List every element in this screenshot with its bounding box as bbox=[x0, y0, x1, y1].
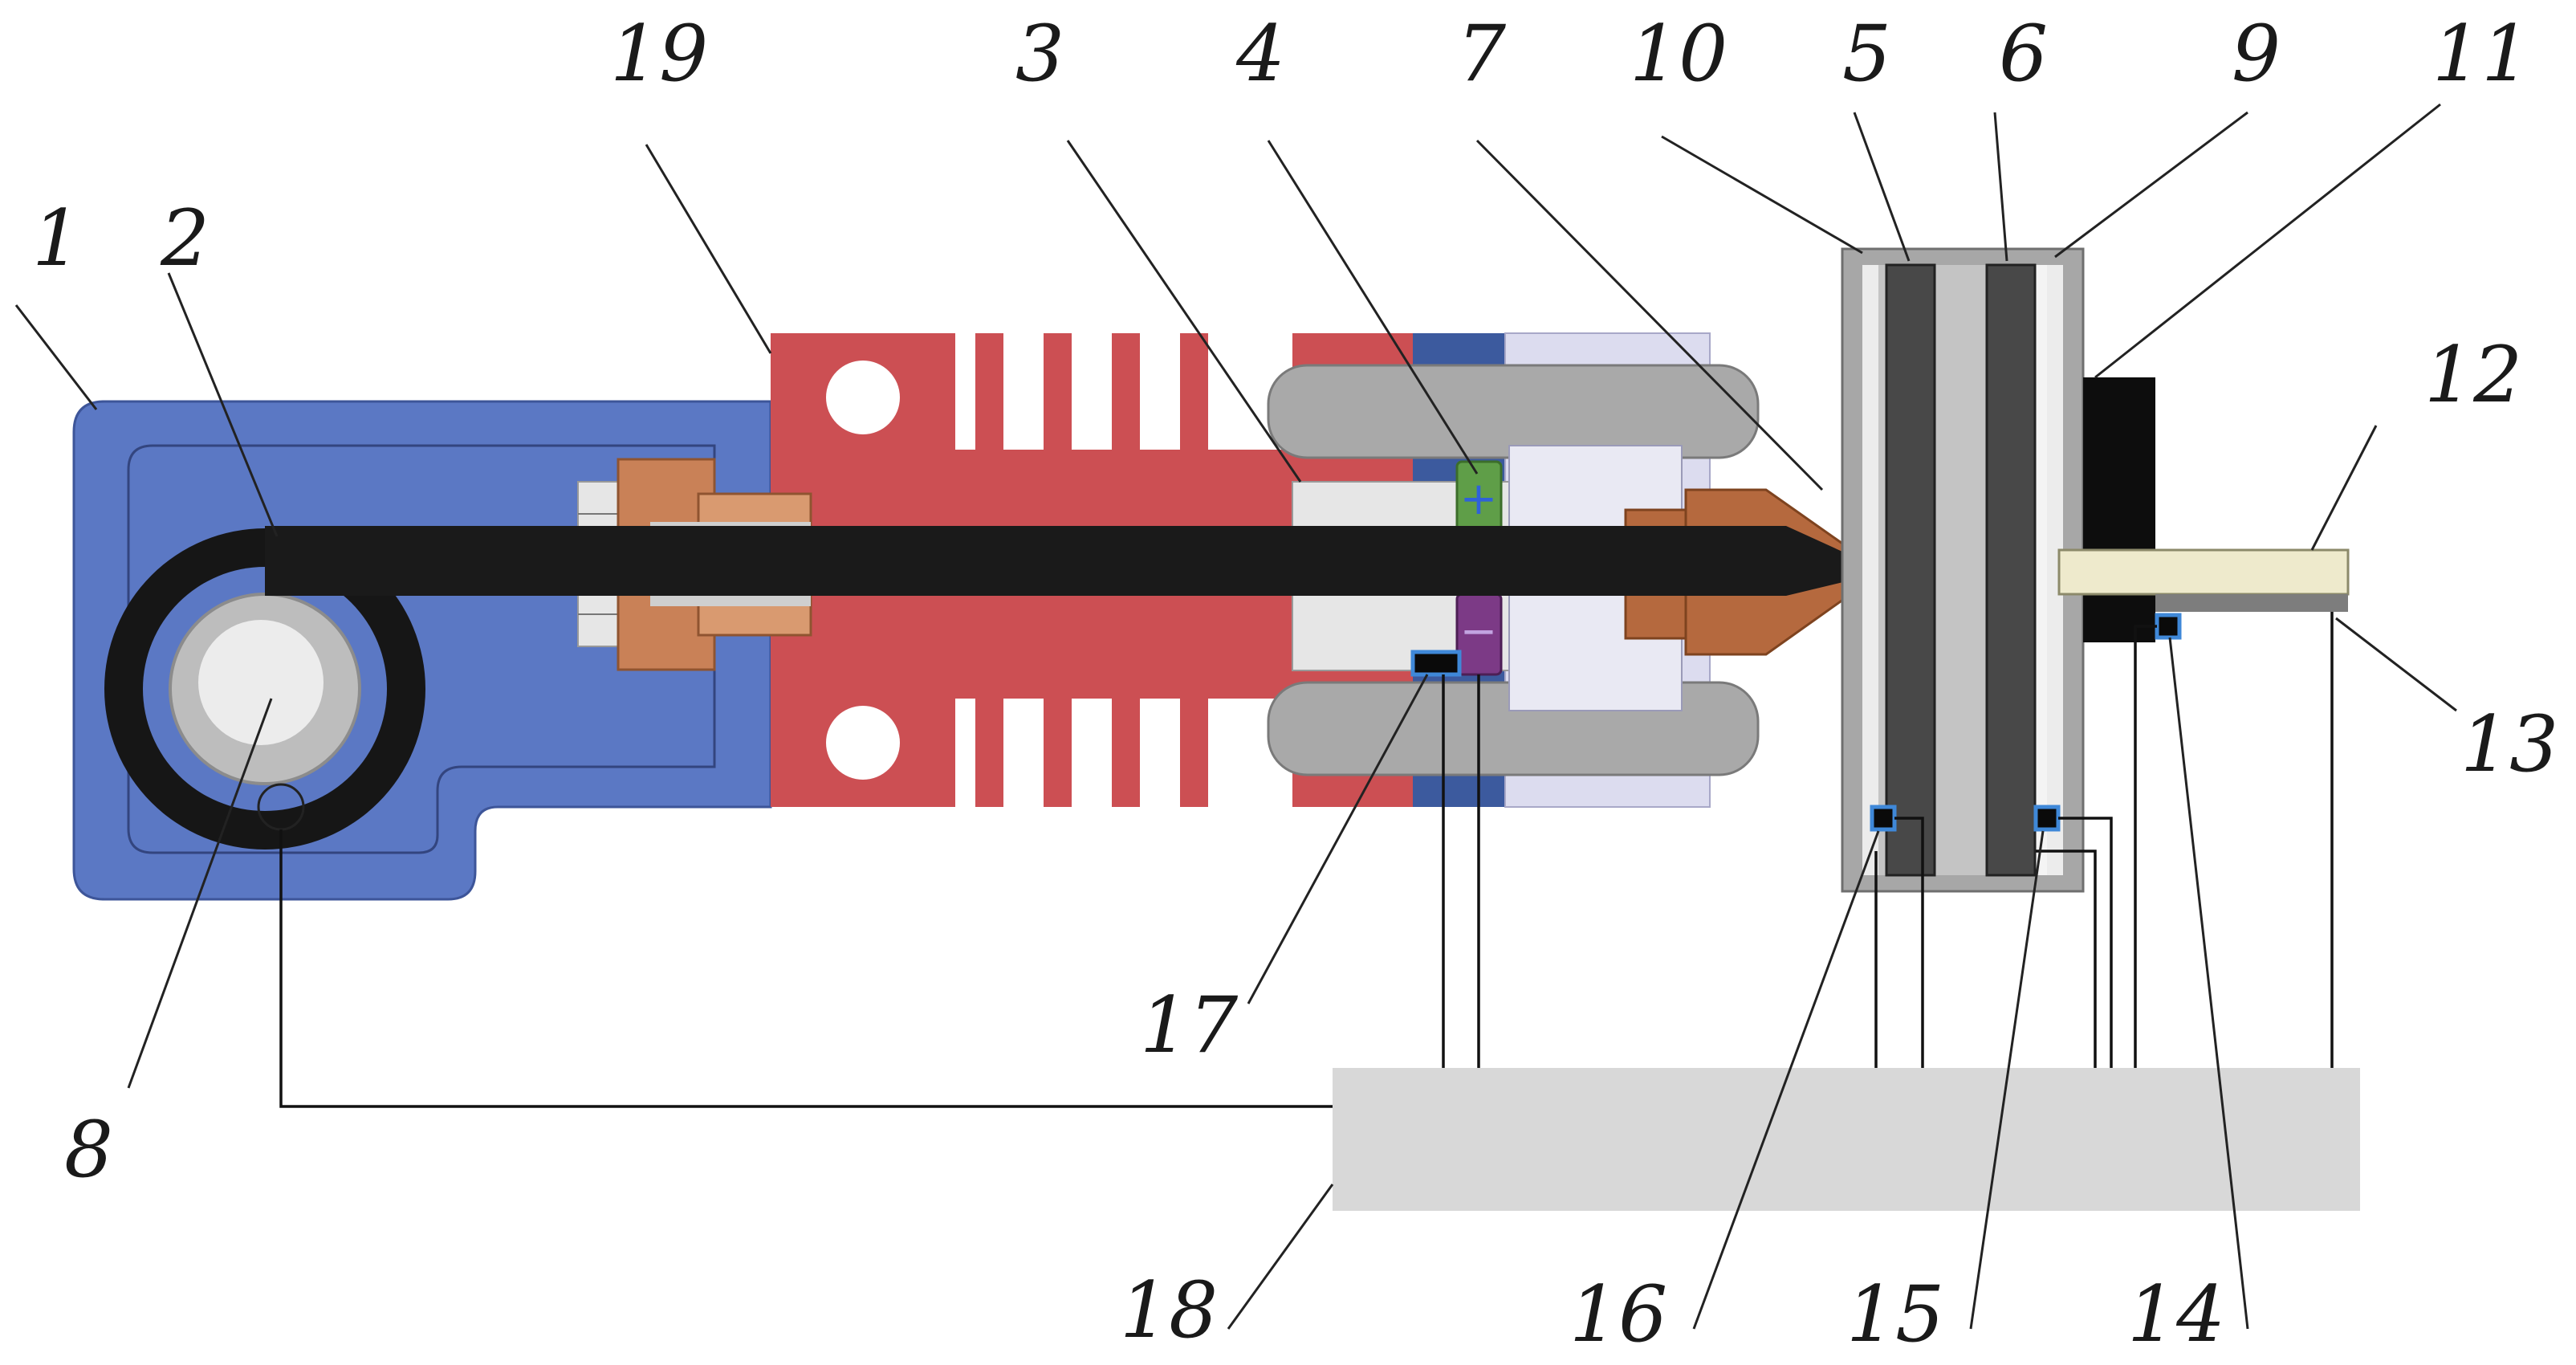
callout-6: 6 bbox=[1999, 9, 2048, 99]
callout-8: 8 bbox=[64, 1105, 113, 1195]
callout-labels: 1 2 19 3 4 7 10 5 6 9 11 12 13 17 8 18 1… bbox=[32, 9, 2558, 1359]
callout-12: 12 bbox=[2424, 330, 2522, 420]
leader-lines bbox=[14, 103, 2457, 1330]
callout-2: 2 bbox=[160, 194, 210, 283]
rod bbox=[2057, 548, 2350, 596]
callout-18: 18 bbox=[1120, 1265, 1218, 1355]
negative-terminal-label: − bbox=[1460, 605, 1498, 658]
callout-1: 1 bbox=[32, 194, 81, 283]
callout-10: 10 bbox=[1630, 9, 1728, 99]
sensor-15 bbox=[2033, 805, 2061, 832]
callout-9: 9 bbox=[2232, 9, 2281, 99]
shaft-bearing-face bbox=[198, 620, 324, 745]
callout-4: 4 bbox=[1235, 9, 1285, 99]
rod-base bbox=[2155, 594, 2348, 612]
sensor-14 bbox=[2155, 613, 2182, 640]
callout-11: 11 bbox=[2432, 9, 2530, 99]
arm-inner-outline bbox=[127, 444, 716, 854]
wiring bbox=[279, 612, 2334, 1108]
sensor-16 bbox=[1870, 805, 1897, 832]
callout-3: 3 bbox=[1015, 9, 1064, 99]
callout-15: 15 bbox=[1846, 1269, 1944, 1359]
callout-5: 5 bbox=[1842, 9, 1891, 99]
callout-13: 13 bbox=[2460, 699, 2558, 789]
callout-16: 16 bbox=[1569, 1269, 1667, 1359]
positive-terminal-label: + bbox=[1460, 473, 1498, 525]
filament bbox=[265, 526, 1886, 596]
sensor-17 bbox=[1410, 650, 1462, 677]
black-block bbox=[2083, 377, 2155, 642]
controller-box bbox=[1333, 1068, 2360, 1211]
callout-14: 14 bbox=[2127, 1269, 2225, 1359]
electrode-housing bbox=[1841, 247, 2085, 893]
callout-19: 19 bbox=[610, 9, 708, 99]
callout-17: 17 bbox=[1140, 980, 1238, 1070]
callout-7: 7 bbox=[1457, 9, 1506, 99]
